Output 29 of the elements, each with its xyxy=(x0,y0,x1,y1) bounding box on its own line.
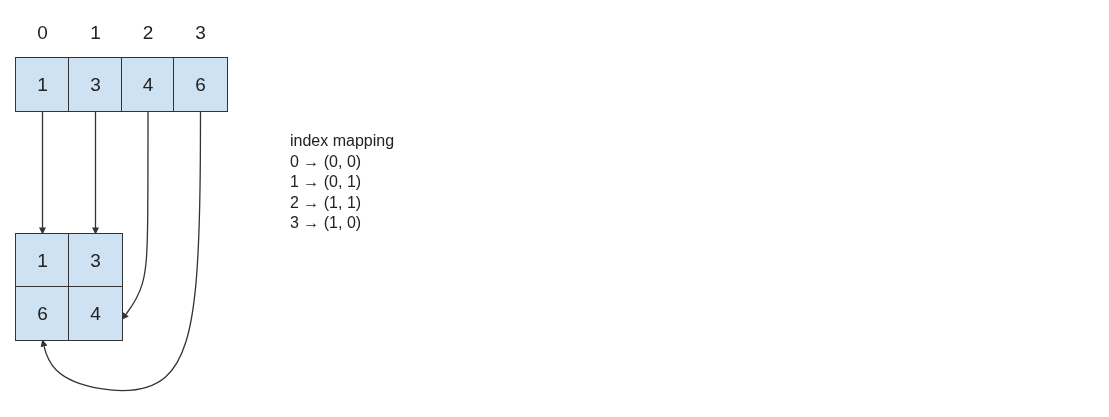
mapping-line: 3 → (1, 0) xyxy=(290,213,362,232)
cell-value: 3 xyxy=(90,249,101,272)
array-cell xyxy=(68,286,123,341)
cell-value: 3 xyxy=(90,73,101,96)
cell-value: 1 xyxy=(37,73,48,96)
cell-value: 6 xyxy=(37,302,48,325)
arrow xyxy=(121,110,149,321)
mapping-line: 1 → (0, 1) xyxy=(290,172,362,191)
array-cell xyxy=(15,57,70,112)
cell-value: 1 xyxy=(37,249,48,272)
index-label: 2 xyxy=(141,22,155,44)
index-label: 3 xyxy=(194,22,207,44)
arrow xyxy=(40,110,202,392)
array-cell xyxy=(68,233,123,288)
cell-value: 6 xyxy=(195,73,206,96)
array-cell xyxy=(173,57,228,112)
array-cell xyxy=(15,233,70,288)
index-label: 0 xyxy=(36,22,49,44)
array-cell xyxy=(121,57,175,112)
cell-value: 4 xyxy=(142,73,154,96)
index-label: 1 xyxy=(89,22,102,44)
mapping-line: 0 → (0, 0) xyxy=(290,151,362,171)
array-cell xyxy=(68,57,123,112)
arrow xyxy=(39,110,46,235)
arrow xyxy=(92,110,99,235)
cell-value: 4 xyxy=(90,302,101,325)
mapping-heading: index mapping xyxy=(290,131,395,150)
mapping-line: 2 → (1, 1) xyxy=(290,192,362,212)
array-cell xyxy=(15,286,70,341)
